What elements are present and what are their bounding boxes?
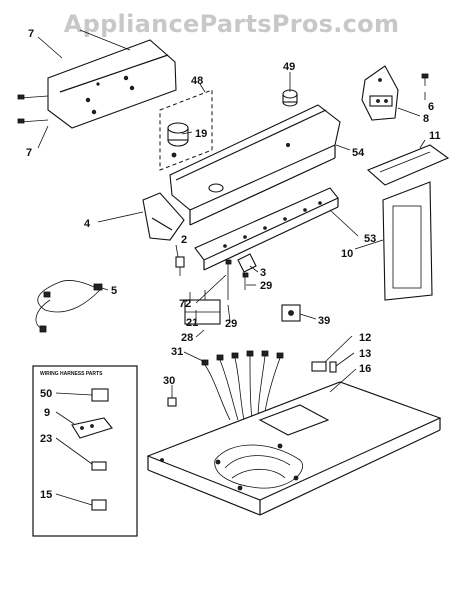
right-side-panel <box>366 144 450 301</box>
callout-21: 21 <box>186 317 198 329</box>
callout-39: 39 <box>318 315 330 327</box>
end-cap-part <box>142 192 185 241</box>
watermark: AppliancePartsPros.com <box>63 10 400 38</box>
callout-3: 3 <box>260 267 266 279</box>
console-back-panel <box>17 29 177 129</box>
callout-48: 48 <box>191 75 203 87</box>
callout-72: 72 <box>179 298 191 310</box>
timer-group-box <box>159 89 213 171</box>
callout-15: 15 <box>40 489 52 501</box>
callout-13: 13 <box>359 348 371 360</box>
end-bracket-part <box>361 65 429 121</box>
callout-19: 19 <box>195 128 207 140</box>
callout-23: 23 <box>40 433 52 445</box>
callout-12: 12 <box>359 332 371 344</box>
callout-2: 2 <box>181 234 187 246</box>
callout-labels: 7 7 48 19 49 6 8 11 54 4 2 53 10 3 29 5 … <box>26 28 441 501</box>
callout-10: 10 <box>341 248 353 260</box>
relay-part <box>184 259 249 325</box>
callout-54: 54 <box>352 147 365 159</box>
callout-16: 16 <box>359 363 371 375</box>
wire-harness-5 <box>35 280 103 333</box>
wiring-box-title: WIRING HARNESS PARTS <box>40 371 103 377</box>
switch-part-39 <box>281 304 301 322</box>
callout-8: 8 <box>423 113 429 125</box>
callout-30: 30 <box>163 375 175 387</box>
callout-7-top: 7 <box>28 28 34 40</box>
callout-28: 28 <box>181 332 193 344</box>
wire-bundle-31 <box>201 350 284 421</box>
callout-7-bottom: 7 <box>26 147 32 159</box>
wiring-harness-box <box>32 365 138 537</box>
cabinet-top <box>146 381 442 516</box>
callout-53: 53 <box>364 233 376 245</box>
callout-11: 11 <box>429 130 441 142</box>
small-parts-12-13 <box>311 361 337 373</box>
callout-5: 5 <box>111 285 117 297</box>
knob-part <box>282 89 298 107</box>
callout-49: 49 <box>283 61 295 73</box>
console-top-panel <box>169 104 341 226</box>
callout-6: 6 <box>428 101 434 113</box>
callout-29-right: 29 <box>260 280 272 292</box>
callout-50: 50 <box>40 388 52 400</box>
leader-lines <box>37 36 426 506</box>
clip-part-30 <box>167 397 177 407</box>
console-rail <box>194 187 339 271</box>
callout-9: 9 <box>44 407 50 419</box>
callout-4: 4 <box>84 218 91 230</box>
callout-29-lower: 29 <box>225 318 237 330</box>
callout-31: 31 <box>171 346 183 358</box>
